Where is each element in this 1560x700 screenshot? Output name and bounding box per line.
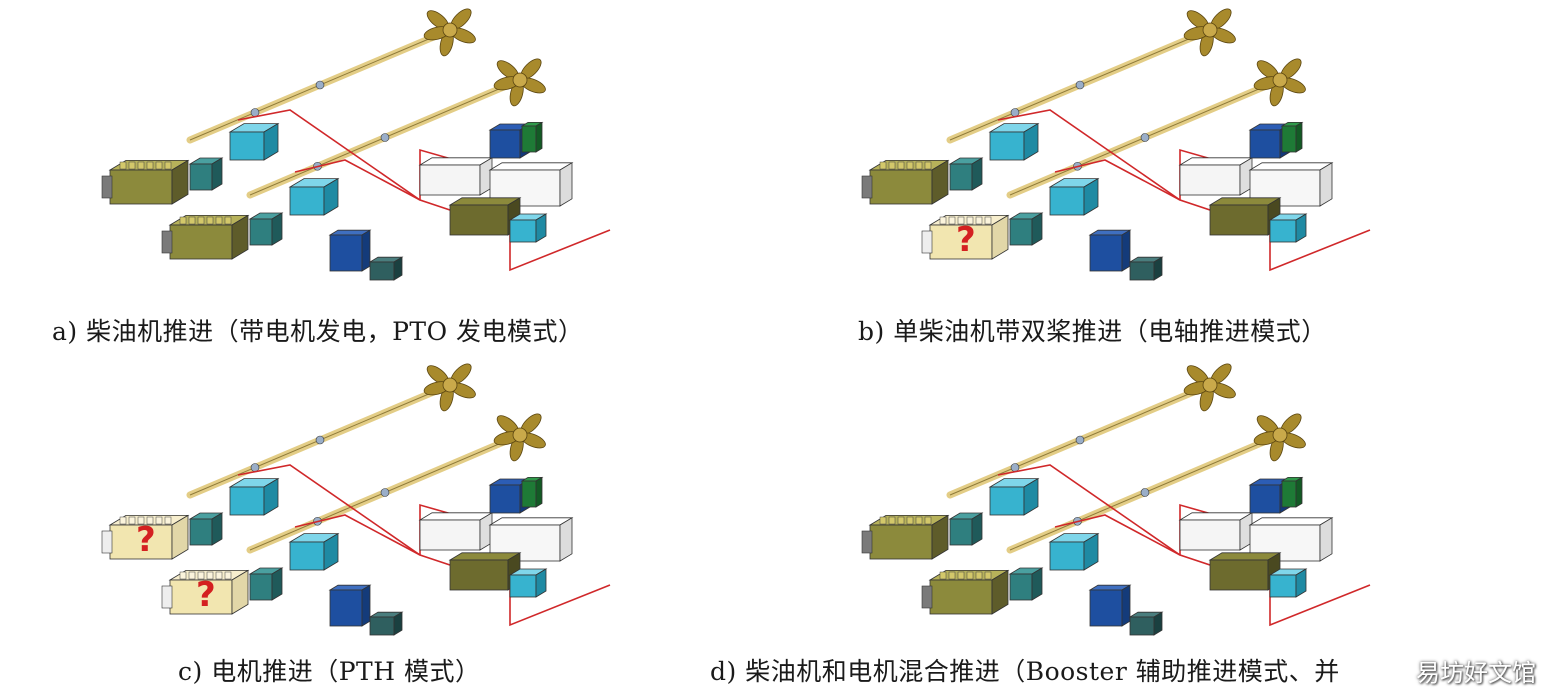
control-cabinet — [520, 476, 544, 508]
shaft-motor — [288, 532, 340, 571]
panel-a-diagram — [90, 0, 650, 300]
active-genset — [1208, 552, 1282, 591]
diesel-engine: ? — [101, 514, 190, 560]
propeller-icon — [1183, 363, 1236, 412]
propeller-icon — [1183, 8, 1236, 57]
coupling-icon — [380, 488, 390, 497]
coupling-icon — [1075, 435, 1085, 445]
propeller-icon — [493, 413, 546, 462]
shaft-motor — [228, 122, 280, 161]
shaft-motor — [1048, 177, 1100, 216]
panel-c-diagram: ?? — [90, 355, 650, 655]
generator — [1268, 213, 1308, 243]
propeller-icon — [1253, 413, 1306, 462]
panel-b-diagram: ? — [850, 0, 1410, 300]
coupling-icon — [1010, 463, 1020, 472]
power-line — [1054, 514, 1181, 556]
unknown-marker-icon: ? — [956, 220, 976, 260]
coupling-icon — [1140, 133, 1150, 142]
coupling-icon — [1140, 488, 1150, 497]
diesel-engine — [921, 569, 1010, 615]
control-cabinet — [1280, 476, 1304, 508]
switchboard — [1088, 229, 1132, 272]
diesel-engine — [861, 159, 950, 205]
generator — [508, 568, 548, 598]
gearbox — [248, 567, 284, 601]
propeller-icon — [493, 58, 546, 107]
control-cabinet — [1280, 121, 1304, 153]
generator — [1268, 568, 1308, 598]
caption-b: b) 单柴油机带双桨推进（电轴推进模式） — [858, 317, 1327, 346]
unknown-marker-icon: ? — [196, 575, 216, 615]
switchboard — [328, 584, 372, 627]
diesel-engine: ? — [161, 569, 250, 615]
diesel-engine — [161, 214, 250, 260]
shaft-motor — [228, 477, 280, 516]
active-genset — [448, 552, 522, 591]
genset-outline — [1178, 157, 1254, 196]
genset-outline — [488, 162, 574, 207]
unknown-marker-icon: ? — [136, 520, 156, 560]
coupling-icon — [315, 435, 325, 445]
gearbox — [948, 512, 984, 546]
switchboard — [1088, 584, 1132, 627]
power-line — [294, 159, 421, 201]
propeller-icon — [423, 363, 476, 412]
coupling-icon — [1075, 80, 1085, 90]
gearbox — [948, 157, 984, 191]
caption-a: a) 柴油机推进（带电机发电，PTO 发电模式） — [52, 317, 584, 346]
caption-c: c) 电机推进（PTH 模式） — [178, 657, 481, 686]
gearbox — [188, 512, 224, 546]
shaft-motor — [1048, 532, 1100, 571]
active-genset — [448, 197, 522, 236]
genset-outline — [1178, 512, 1254, 551]
gearbox — [188, 157, 224, 191]
coupling-icon — [250, 108, 260, 117]
gearbox — [1008, 212, 1044, 246]
shaft-motor — [288, 177, 340, 216]
generator — [508, 213, 548, 243]
shaft-motor — [988, 122, 1040, 161]
transformer — [368, 611, 404, 636]
watermark: 易坊好文馆 — [1416, 659, 1536, 687]
gearbox — [248, 212, 284, 246]
power-line — [294, 514, 421, 556]
coupling-icon — [380, 133, 390, 142]
power-line — [1054, 159, 1181, 201]
diesel-engine: ? — [921, 214, 1010, 260]
switchboard — [328, 229, 372, 272]
genset-outline — [418, 512, 494, 551]
transformer — [1128, 256, 1164, 281]
panel-d-diagram — [850, 355, 1410, 655]
genset-outline — [418, 157, 494, 196]
propeller-icon — [1253, 58, 1306, 107]
gearbox — [1008, 567, 1044, 601]
coupling-icon — [250, 463, 260, 472]
coupling-icon — [315, 80, 325, 90]
control-cabinet — [520, 121, 544, 153]
genset-outline — [488, 517, 574, 562]
propeller-icon — [423, 8, 476, 57]
coupling-icon — [1010, 108, 1020, 117]
diesel-engine — [101, 159, 190, 205]
caption-d: d) 柴油机和电机混合推进（Booster 辅助推进模式、并 — [710, 657, 1340, 686]
shaft-motor — [988, 477, 1040, 516]
diesel-engine — [861, 514, 950, 560]
active-genset — [1208, 197, 1282, 236]
transformer — [1128, 611, 1164, 636]
transformer — [368, 256, 404, 281]
